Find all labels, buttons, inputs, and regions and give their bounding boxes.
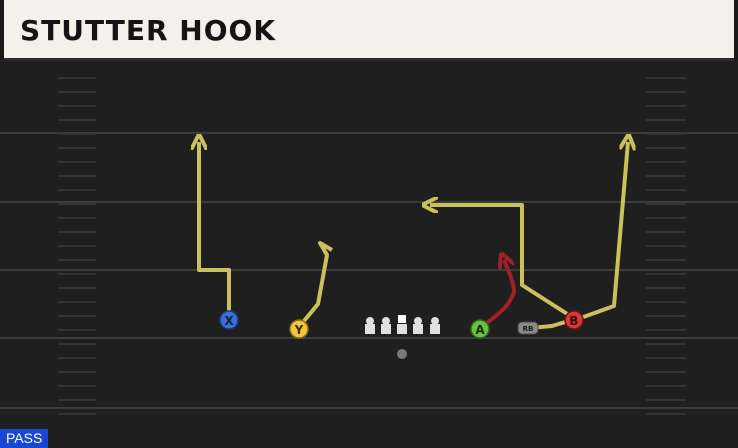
player-a-label: A (475, 323, 485, 337)
route-x (199, 142, 231, 318)
route-b-vertical (574, 142, 628, 322)
player-rb[interactable]: RB (517, 321, 539, 335)
player-y[interactable]: Y (289, 319, 309, 339)
hash-marks-right (646, 77, 686, 415)
quarterback-marker (397, 349, 407, 359)
title-card: STUTTER HOOK (4, 0, 734, 61)
header-bar: STUTTER HOOK (0, 0, 738, 61)
player-b-label: B (569, 314, 578, 328)
play-type-badge: PASS (0, 429, 49, 448)
player-a[interactable]: A (470, 319, 490, 339)
lineman (413, 317, 423, 334)
yard-lines (0, 132, 738, 409)
route-a-highlight (480, 260, 517, 328)
route-y (297, 241, 334, 329)
center-lineman (397, 315, 407, 334)
player-x[interactable]: X (219, 310, 239, 330)
lineman (381, 317, 391, 334)
route-b-hook (430, 205, 574, 319)
play-title: STUTTER HOOK (20, 14, 277, 47)
player-rb-label: RB (523, 325, 534, 333)
player-b[interactable]: B (564, 310, 584, 330)
hash-marks-left (58, 77, 96, 415)
player-x-label: X (224, 314, 234, 328)
lineman (430, 317, 440, 334)
offensive-line (365, 315, 440, 334)
player-y-label: Y (294, 323, 304, 337)
lineman (365, 317, 375, 334)
